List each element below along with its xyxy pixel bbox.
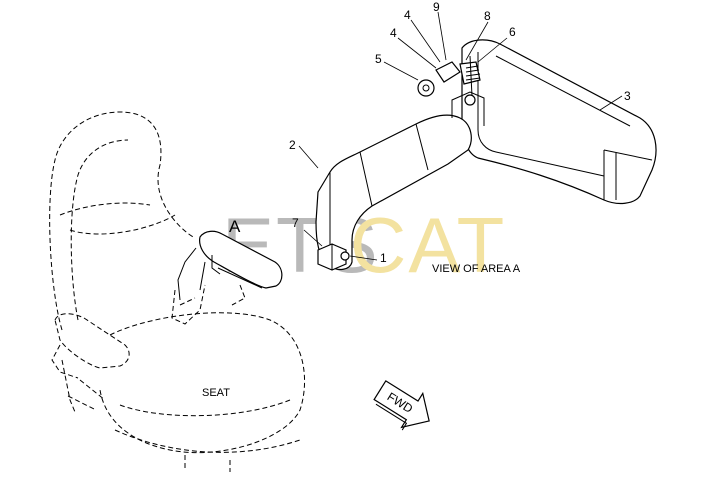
callout-4a: 4 xyxy=(404,8,411,22)
view-caption: VIEW OF AREA A xyxy=(432,263,521,275)
seat-label: SEAT xyxy=(202,387,230,399)
area-marker-a: A xyxy=(229,217,241,236)
armrest-assembly xyxy=(315,39,657,271)
callout-5: 5 xyxy=(375,52,382,66)
fwd-arrow-icon: FWD xyxy=(373,380,430,431)
callout-3: 3 xyxy=(624,89,631,103)
callout-4b: 4 xyxy=(390,26,397,40)
callout-7: 7 xyxy=(292,216,299,230)
callout-2: 2 xyxy=(289,138,296,152)
callout-8: 8 xyxy=(484,9,491,23)
leader-lines xyxy=(298,11,623,261)
watermark-cat: CAT xyxy=(350,201,506,289)
callouts: 2 3 5 4 4 9 8 6 7 1 xyxy=(289,0,631,265)
callout-9: 9 xyxy=(433,0,440,14)
callout-6: 6 xyxy=(509,25,516,39)
seat-illustration: SEAT xyxy=(49,111,306,472)
callout-1: 1 xyxy=(380,251,387,265)
